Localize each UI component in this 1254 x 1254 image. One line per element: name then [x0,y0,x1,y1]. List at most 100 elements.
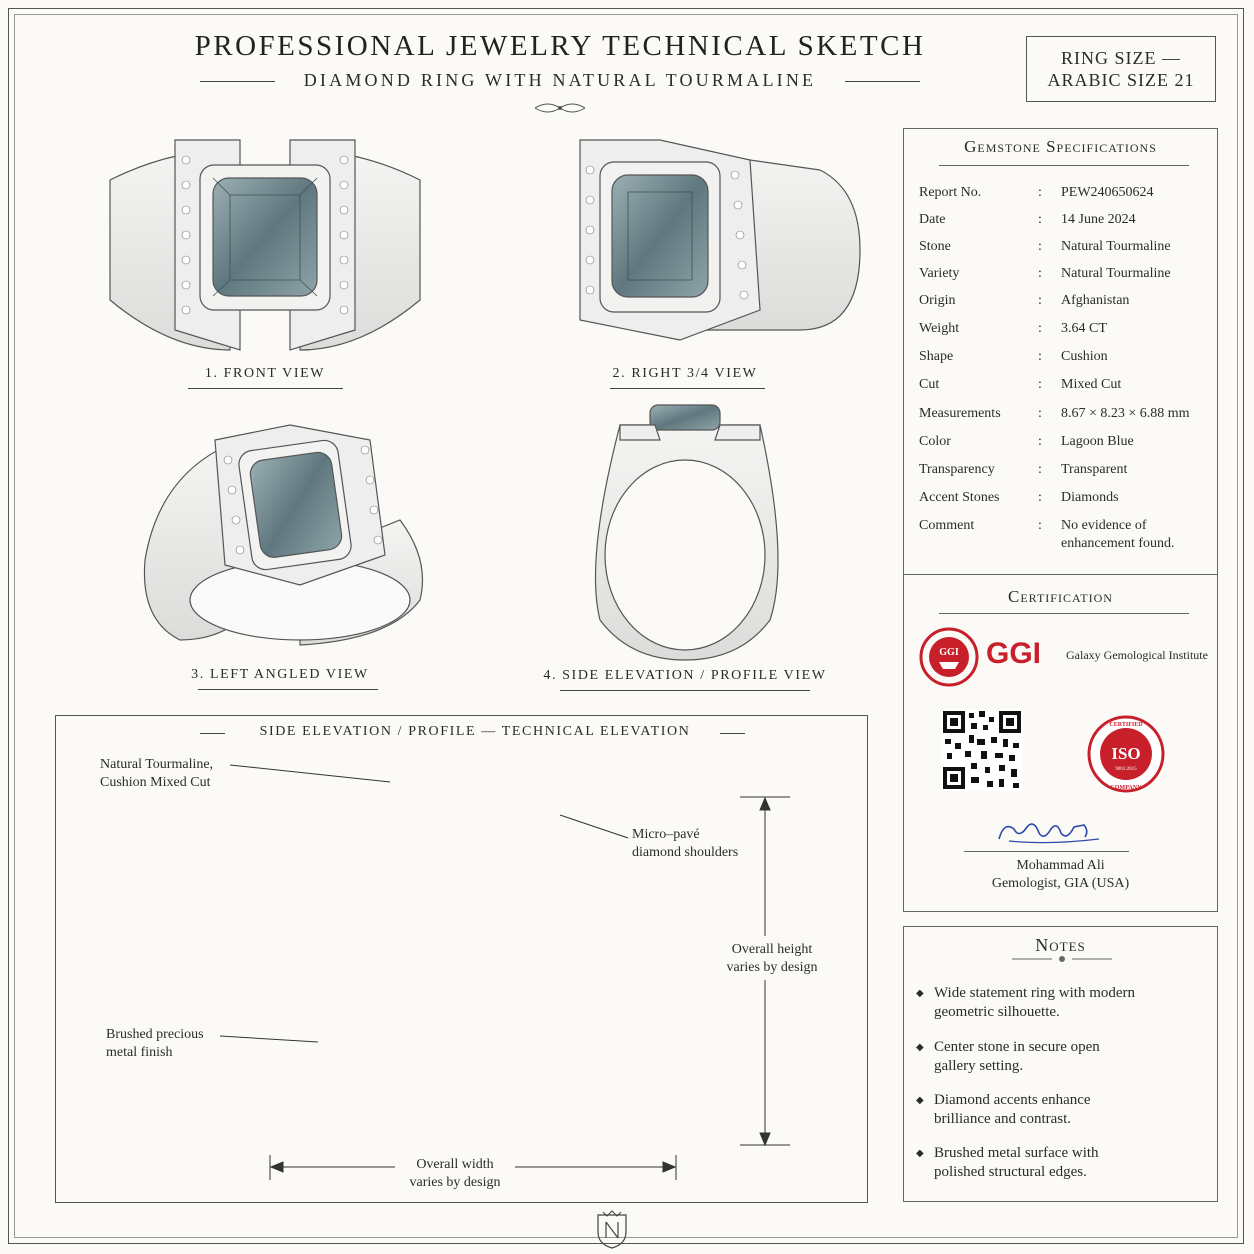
pave-annotation: Micro–pavé diamond shoulders [632,826,738,862]
ring-size-line-1: RING SIZE — [1061,48,1181,68]
bullet-icon: ◆ [916,988,924,999]
certification-heading: Certification [1008,587,1113,606]
specs-heading: Gemstone Specifications [964,137,1157,156]
stone-annotation: Natural Tourmaline, Cushion Mixed Cut [100,756,213,792]
width-annotation: Overall width varies by design [400,1156,510,1192]
page-subtitle: DIAMOND RING WITH NATURAL TOURMALINE [303,70,817,90]
side-view-ring-small [594,404,779,661]
height-annotation-line-1: Overall height [731,942,813,957]
note-text: brilliance and contrast. [934,1111,1072,1127]
signature-rule [964,851,1129,852]
gemstone-specifications-panel: Gemstone Specifications Report No.: PEW24… [903,128,1218,912]
ornament-icon [534,103,586,113]
outer-frame [8,8,1244,1244]
spec-label: Color [919,434,951,449]
spec-value: PEW240650624 [1061,185,1154,200]
spec-value: No evidence of [1061,518,1147,533]
spec-colon: : [1038,293,1042,308]
iso-seal-icon: ISO 9001:2015 CERTIFIED COMPANY [1087,715,1165,793]
spec-value: Lagoon Blue [1061,434,1134,449]
technical-heading-rule-left [200,733,225,734]
caption-rule-left [198,689,378,690]
spec-colon: : [1038,266,1042,281]
spec-colon: : [1038,518,1042,533]
spec-label: Report No. [919,185,982,200]
spec-value: 8.67 × 8.23 × 6.88 mm [1061,406,1190,421]
ring-size-line-2: ARABIC SIZE 21 [1047,70,1195,90]
spec-value: 3.64 CT [1061,321,1107,336]
iso-main-text: ISO [1111,744,1140,763]
subtitle-rule-left [200,81,275,82]
spec-colon: : [1038,349,1042,364]
specs-divider [904,574,1217,575]
ring-size-box: RING SIZE — ARABIC SIZE 21 [1026,36,1216,102]
stone-annotation-line-2: Cushion Mixed Cut [100,775,211,790]
note-text: Wide statement ring with modern [934,985,1136,1001]
caption-right-view: 2. RIGHT 3/4 VIEW [612,366,758,381]
bullet-icon: ◆ [916,1042,924,1053]
spec-colon: : [1038,321,1042,336]
spec-colon: : [1038,377,1042,392]
width-annotation-line-2: varies by design [409,1175,501,1190]
caption-left-view: 3. LEFT ANGLED VIEW [191,667,369,682]
caption-front-view: 1. FRONT VIEW [204,366,326,381]
spec-value: Natural Tourmaline [1061,239,1171,254]
iso-standard-text: 9001:2015 [1115,767,1137,772]
technical-elevation-panel [55,715,868,1203]
width-annotation-line-1: Overall width [416,1157,494,1172]
signer-title: Gemologist, GIA (USA) [991,876,1130,891]
note-text: polished structural edges. [934,1164,1087,1180]
technical-heading: SIDE ELEVATION / PROFILE — TECHNICAL ELE… [230,724,720,740]
technical-heading-rule-right [720,733,745,734]
bullet-icon: ◆ [916,1095,924,1106]
front-view-ring [109,139,421,351]
metal-annotation-line-2: metal finish [106,1045,173,1060]
certification-heading-rule [939,613,1189,614]
spec-value: Transparent [1061,462,1128,477]
spec-value: Afghanistan [1061,293,1130,308]
lab-full-name: Galaxy Gemological Institute [1066,648,1208,662]
spec-colon: : [1038,212,1042,227]
spec-colon: : [1038,434,1042,449]
spec-label: Measurements [919,406,1001,421]
spec-colon: : [1038,462,1042,477]
spec-value: Diamonds [1061,490,1119,505]
subtitle-block: DIAMOND RING WITH NATURAL TOURMALINE [200,70,920,94]
note-text: Center stone in secure open [934,1039,1100,1055]
spec-label: Weight [919,321,960,336]
note-text: gallery setting. [934,1058,1024,1074]
ggi-seal-icon: GGI [919,627,979,687]
notes-heading: Notes [1035,935,1086,955]
spec-value: Natural Tourmaline [1061,266,1171,281]
spec-colon: : [1038,490,1042,505]
crest-logo-icon [597,1210,627,1249]
caption-rule-front [188,388,343,389]
right-view-ring [579,139,861,341]
spec-label: Date [919,212,946,227]
bullet-icon: ◆ [916,1148,924,1159]
spec-value: 14 June 2024 [1061,212,1136,227]
spec-label: Accent Stones [919,490,1000,505]
metal-annotation-line-1: Brushed precious [106,1027,204,1042]
spec-label: Origin [919,293,956,308]
qr-code-icon[interactable] [941,709,1023,791]
left-view-ring [143,424,423,646]
height-annotation: Overall height varies by design [722,941,822,977]
spec-label: Variety [919,266,960,281]
spec-label: Transparency [919,462,995,477]
spec-label: Cut [919,377,940,392]
caption-rule-right [610,388,765,389]
metal-annotation: Brushed precious metal finish [106,1026,204,1062]
spec-label: Stone [919,239,951,254]
spec-colon: : [1038,406,1042,421]
note-text: Diamond accents enhance [934,1092,1091,1108]
inner-frame [14,14,1238,1238]
subtitle-rule-right [845,81,920,82]
pave-annotation-line-1: Micro–pavé [632,827,700,842]
spec-value: Cushion [1061,349,1108,364]
caption-side-view: 4. SIDE ELEVATION / PROFILE VIEW [543,668,827,683]
ggi-logo-text: GGI [986,637,1042,670]
spec-colon: : [1038,239,1042,254]
